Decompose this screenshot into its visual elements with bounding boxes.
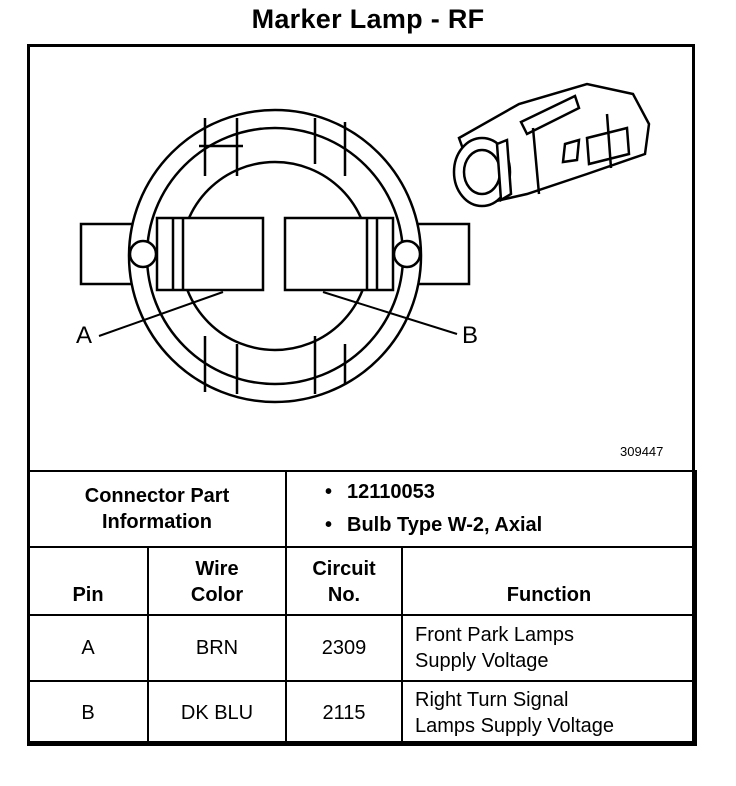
connector-info-label: Connector Part Information — [27, 470, 287, 548]
table-row: A BRN 2309 Front Park Lamps Supply Volta… — [27, 614, 697, 682]
wire-color-cell: BRN — [147, 614, 287, 682]
circuit-cell: 2115 — [285, 680, 403, 746]
table-row: B DK BLU 2115 Right Turn Signal Lamps Su… — [27, 680, 697, 746]
circuit-cell: 2309 — [285, 614, 403, 682]
left-key — [128, 239, 158, 269]
wire-color-cell: DK BLU — [147, 680, 287, 746]
top-slot — [199, 118, 243, 176]
leader-a — [98, 291, 224, 337]
list-item: •Bulb Type W-2, Axial — [325, 514, 543, 536]
callout-b: B — [462, 322, 479, 349]
right-key — [392, 239, 422, 269]
terminal-b — [283, 216, 395, 292]
function-cell: Right Turn Signal Lamps Supply Voltage — [401, 680, 697, 746]
pin-cell: B — [27, 680, 149, 746]
page-title: Marker Lamp - RF — [251, 4, 485, 34]
header-pin: Pin — [27, 546, 149, 616]
list-item: •12110053 — [325, 481, 435, 503]
header-function: Function — [401, 546, 697, 616]
header-wire-color: Wire Color — [147, 546, 287, 616]
connector-info-row: Connector Part Information •12110053 •Bu… — [27, 470, 697, 548]
callout-a: A — [76, 322, 93, 349]
header-circuit-no: Circuit No. — [285, 546, 403, 616]
bottom-slot — [203, 336, 347, 394]
bulb-type: Bulb Type W-2, Axial — [347, 514, 543, 536]
connector-3d-view — [452, 82, 651, 208]
connector-table: Connector Part Information •12110053 •Bu… — [27, 470, 697, 746]
figure-number: 309447 — [620, 444, 664, 459]
connector-info-items: •12110053 •Bulb Type W-2, Axial — [285, 470, 697, 548]
header-row: Pin Wire Color Circuit No. Function — [27, 546, 697, 616]
leader-b — [322, 291, 458, 335]
part-number: 12110053 — [347, 481, 435, 503]
connector-diagram — [79, 82, 651, 404]
terminal-a — [155, 216, 265, 292]
function-cell: Front Park Lamps Supply Voltage — [401, 614, 697, 682]
pin-cell: A — [27, 614, 149, 682]
